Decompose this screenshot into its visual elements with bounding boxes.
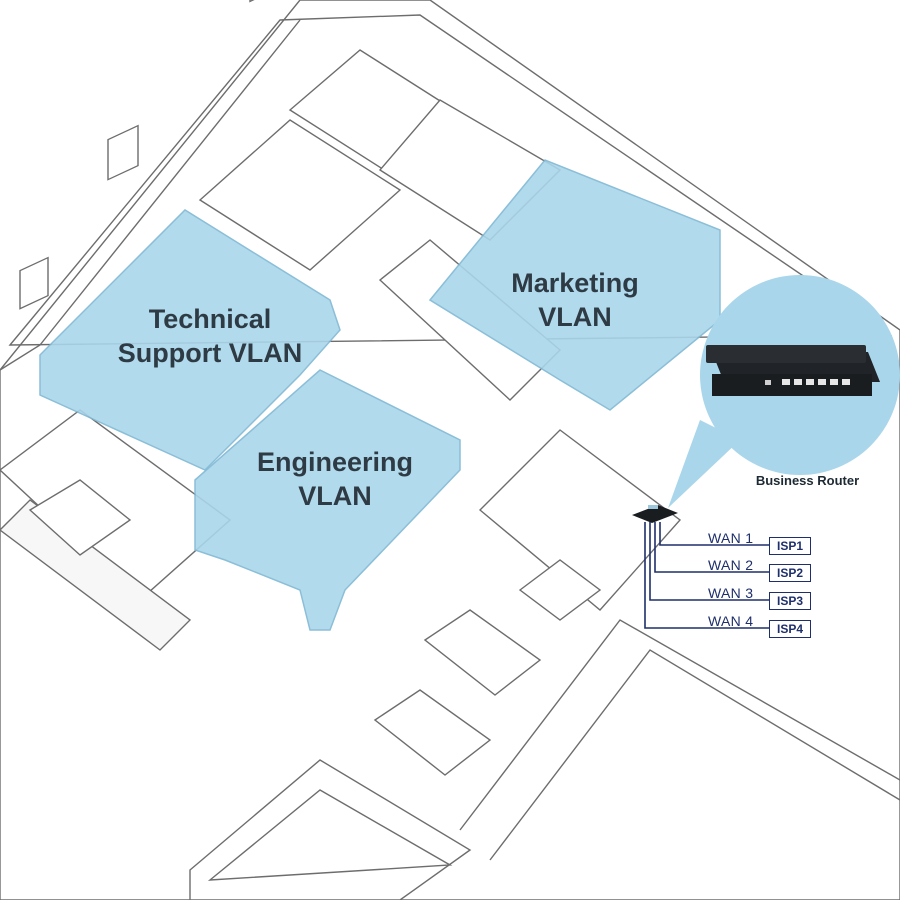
technical-label-line-1: Technical [148, 304, 272, 334]
router-on-desk [632, 505, 678, 523]
engineering-vlan-zone [194, 369, 461, 631]
isp-4-box: ISP4 [769, 620, 811, 638]
wan-1-label: WAN 1 [708, 530, 754, 546]
engineering-label-line-2: VLAN [298, 481, 372, 511]
technical-label-line-2: Support VLAN [117, 338, 303, 368]
isp-2-box: ISP2 [769, 564, 811, 582]
wan-1-line [659, 522, 769, 546]
engineering-vlan-label: Engineering VLAN [235, 445, 435, 513]
marketing-vlan-label: Marketing VLAN [490, 266, 660, 334]
wan-2-line [654, 522, 769, 573]
router-callout [668, 275, 900, 508]
marketing-label-line-1: Marketing [511, 268, 639, 298]
isp-3-box: ISP3 [769, 592, 811, 610]
technical-support-vlan-label: Technical Support VLAN [95, 302, 325, 370]
wan-2-label: WAN 2 [708, 557, 754, 573]
wan-4-label: WAN 4 [708, 613, 754, 629]
technical-support-vlan-zone [39, 209, 341, 471]
isp-1-box: ISP1 [769, 537, 811, 555]
router-device-image [706, 345, 880, 396]
wan-3-label: WAN 3 [708, 585, 754, 601]
wan-lines [644, 522, 769, 629]
vlan-zones [39, 159, 721, 631]
wan-4-line [644, 522, 769, 629]
business-router-caption: Business Router [755, 473, 860, 488]
wan-3-line [649, 522, 769, 601]
engineering-label-line-1: Engineering [256, 447, 413, 477]
marketing-label-line-2: VLAN [538, 302, 612, 332]
